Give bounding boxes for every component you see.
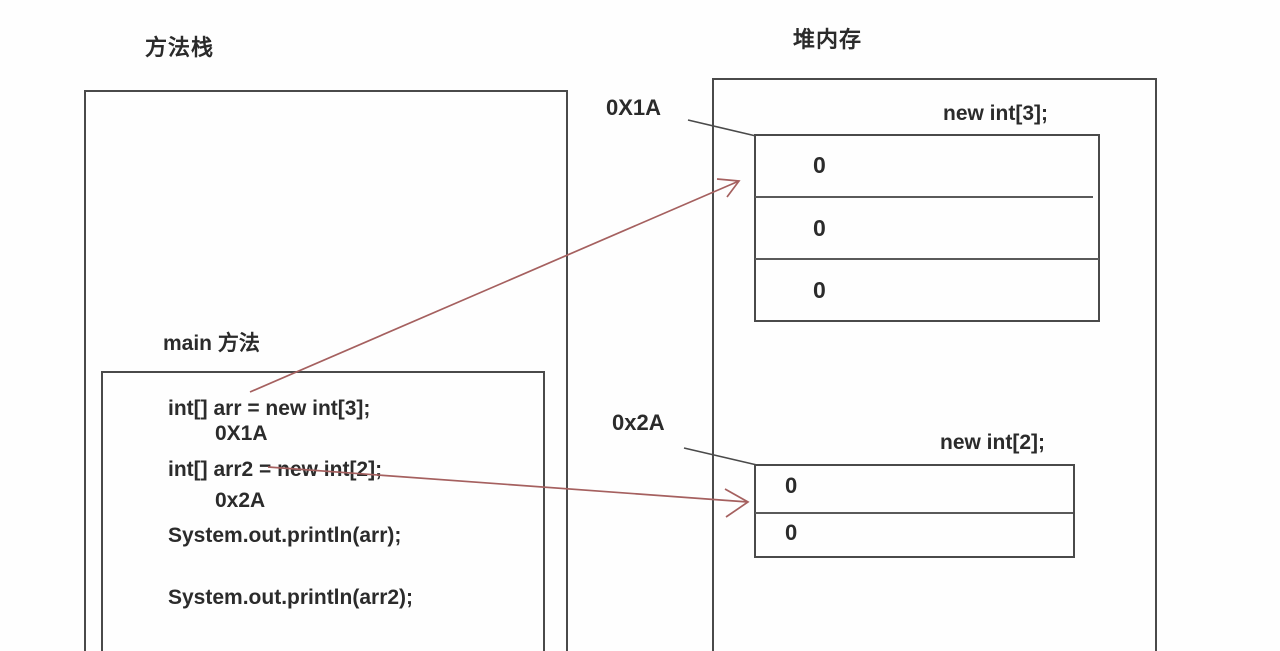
array1-separator-2 <box>755 258 1099 260</box>
array2-separator-1 <box>755 512 1073 514</box>
heap-address-label-0x1a: 0X1A <box>606 95 662 120</box>
code-line-arr-decl: int[] arr = new int[3]; <box>168 397 371 420</box>
array2-cell-1: 0 <box>785 520 798 545</box>
array1-separator-1 <box>755 196 1093 198</box>
heap-memory-title: 堆内存 <box>793 27 863 52</box>
array2-box <box>754 464 1075 558</box>
main-method-label: main 方法 <box>163 332 260 355</box>
array1-cell-1: 0 <box>813 215 826 241</box>
array2-cell-0: 0 <box>785 473 798 498</box>
array1-cell-2: 0 <box>813 277 826 303</box>
code-line-arr2-decl: int[] arr2 = new int[2]; <box>168 458 383 481</box>
arr2-address-value: 0x2A <box>215 489 266 512</box>
code-line-println-arr: System.out.println(arr); <box>168 524 402 547</box>
array1-decl-label: new int[3]; <box>943 102 1048 125</box>
heap-address-label-0x2a: 0x2A <box>612 410 665 435</box>
method-stack-title: 方法栈 <box>145 35 215 60</box>
arr-address-value: 0X1A <box>215 422 268 445</box>
array1-box <box>754 134 1100 322</box>
code-line-println-arr2: System.out.println(arr2); <box>168 586 414 609</box>
array1-cell-0: 0 <box>813 152 826 178</box>
array2-decl-label: new int[2]; <box>940 431 1045 454</box>
